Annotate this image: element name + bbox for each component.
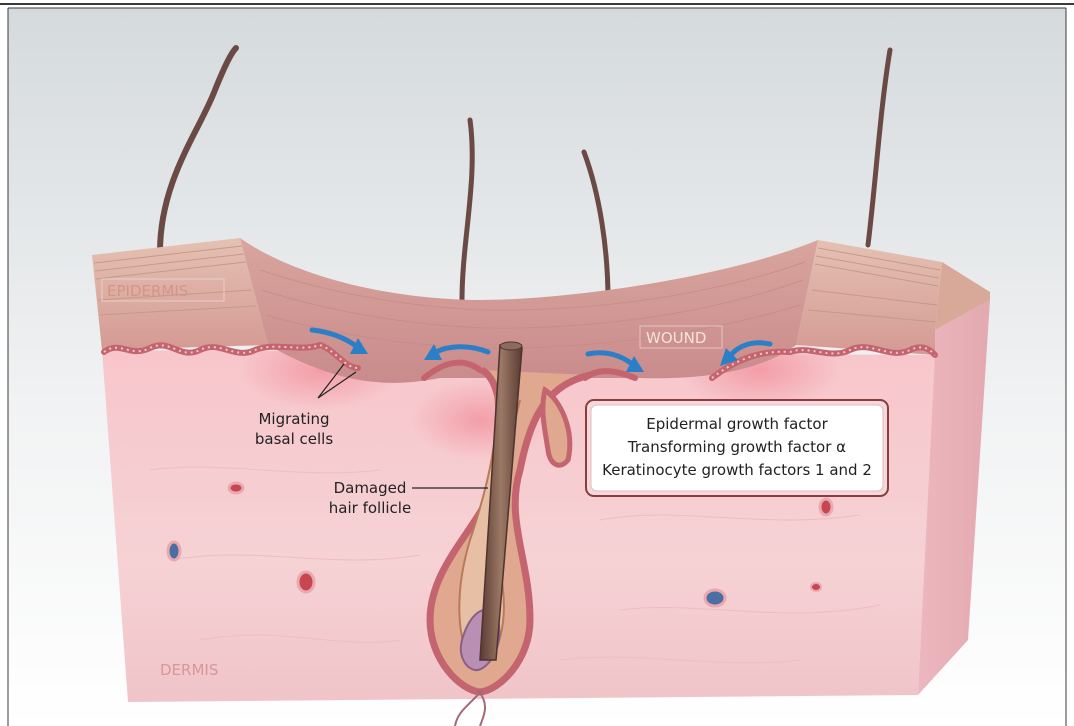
growth-factor-line1: Epidermal growth factor — [646, 415, 828, 433]
follicle-label-line1: Damaged — [334, 479, 407, 497]
dermis-label: DERMIS — [160, 661, 218, 679]
wound-label: WOUND — [646, 329, 706, 347]
growth-factor-line3: Keratinocyte growth factors 1 and 2 — [602, 461, 872, 479]
growth-factor-box: Epidermal growth factor Transforming gro… — [586, 400, 888, 496]
migrating-label-line2: basal cells — [255, 430, 333, 448]
follicle-label-line2: hair follicle — [329, 499, 411, 517]
epidermis-label: EPIDERMIS — [107, 282, 188, 300]
migrating-label-line1: Migrating — [258, 410, 329, 428]
growth-factor-line2: Transforming growth factor α — [627, 438, 846, 456]
